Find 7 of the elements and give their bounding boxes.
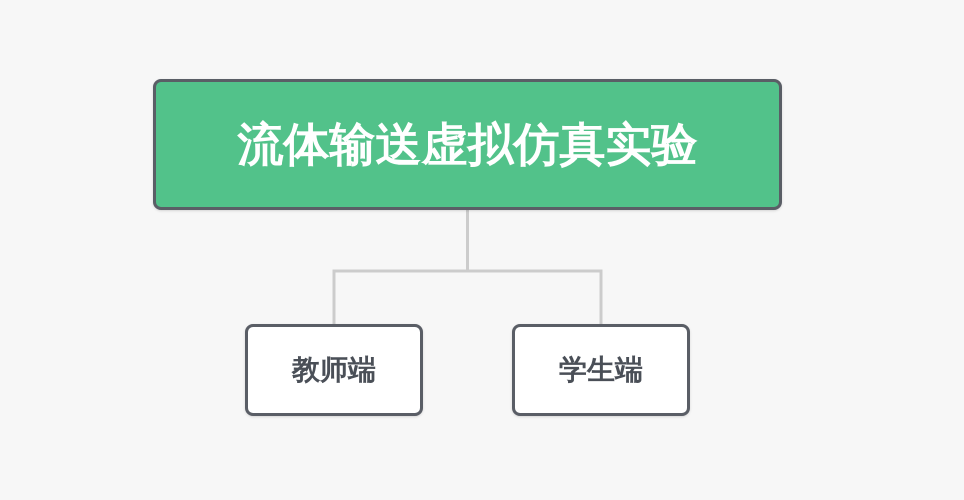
subtopic-box [245,324,423,416]
node-label: 教师端 [292,352,376,388]
connector-line [466,210,602,324]
node-label: 学生端 [559,352,643,388]
subtopic-box [512,324,690,416]
node-label: 流体输送虚拟仿真实验 [238,116,698,173]
topic-box [153,79,782,210]
